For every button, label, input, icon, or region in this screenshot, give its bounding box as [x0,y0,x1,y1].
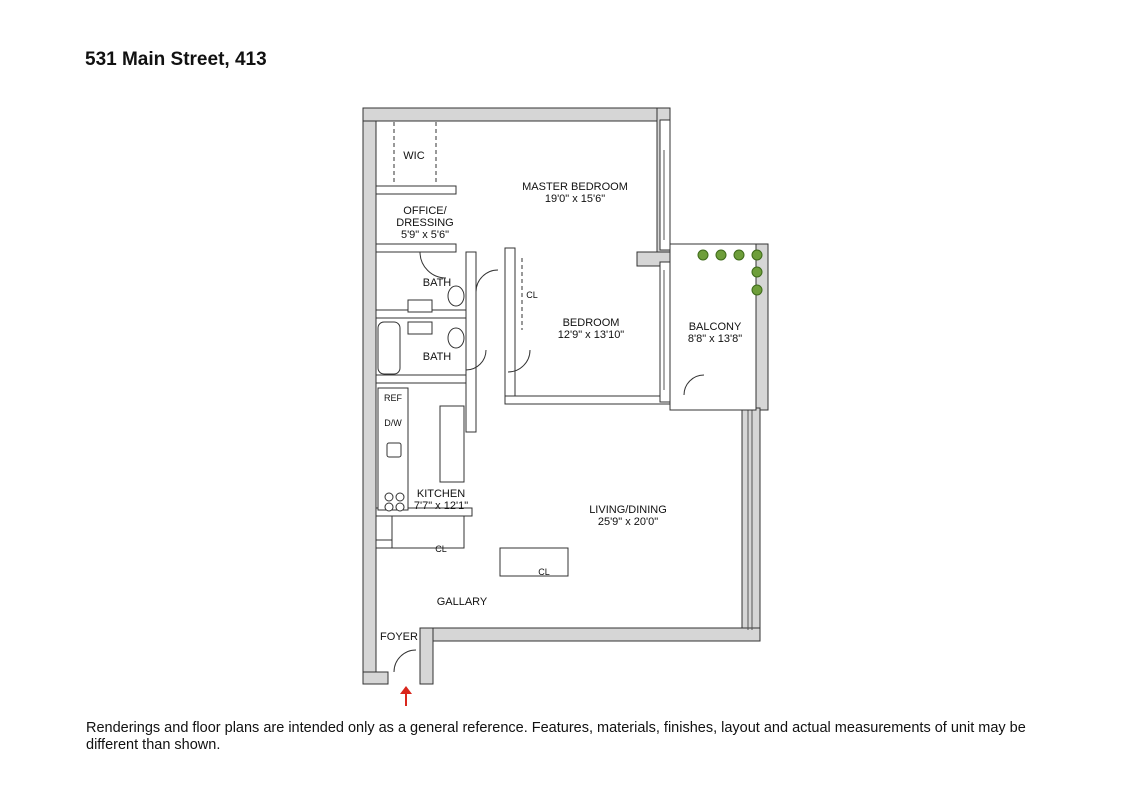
room-label-gallery-closet-2: CL [538,567,550,577]
room-label-office-line2: DRESSING [396,217,453,229]
room-dims-living: 25'9" x 20'0" [598,516,658,528]
windows [663,150,753,630]
room-dims-bedroom: 12'9" x 13'10" [558,329,625,341]
room-label-foyer: FOYER [380,631,418,643]
room-label-master-bedroom: MASTER BEDROOM [522,181,628,193]
fixture-label-ref: REF [384,393,403,403]
room-label-living: LIVING/DINING [589,504,667,516]
door-swings [393,251,705,673]
page-title: 531 Main Street, 413 [85,49,267,70]
room-label-bedroom: BEDROOM [563,317,620,329]
balcony-outline [669,243,757,411]
room-label-wic: WIC [403,150,424,162]
kitchen-counters [377,387,465,512]
fixture-label-dw: D/W [384,418,402,428]
bath-fixtures [377,285,465,375]
room-label-bath-1: BATH [423,277,452,289]
exterior-walls [362,107,769,685]
room-dims-office: 5'9" x 5'6" [401,229,449,241]
room-label-kitchen: KITCHEN [417,488,465,500]
room-dims-kitchen: 7'7" x 12'1" [414,500,468,512]
room-label-bath-2: BATH [423,351,452,363]
entry-arrow-icon [400,686,412,706]
plant-icons [697,249,763,296]
room-label-bedroom-closet: CL [526,290,538,300]
room-label-office-line1: OFFICE/ [403,205,447,217]
room-label-gallery: GALLARY [437,596,488,608]
room-dims-master-bedroom: 19'0" x 15'6" [545,193,605,205]
closet-boxes [391,515,569,577]
room-label-gallery-closet-1: CL [435,544,447,554]
room-dims-balcony: 8'8" x 13'8" [688,333,742,345]
disclaimer-text: Renderings and floor plans are intended … [86,720,1026,753]
room-label-balcony: BALCONY [689,321,742,333]
